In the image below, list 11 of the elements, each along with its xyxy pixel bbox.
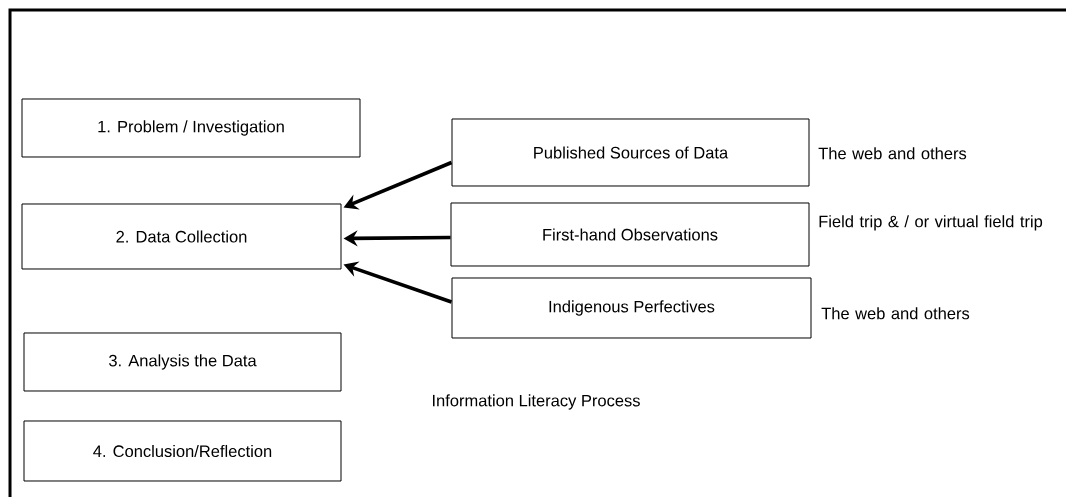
caption-text: Information Literacy Process [433, 394, 640, 410]
side-note: The web and others [821, 307, 970, 320]
process-box: First-hand Observations [450, 202, 810, 267]
process-box: 2. Data Collection [21, 203, 342, 270]
side-note: The web and others [818, 147, 967, 160]
process-box: Indigenous Perfectives [451, 277, 812, 339]
process-box: 3. Analysis the Data [23, 332, 342, 392]
process-box: 4. Conclusion/Reflection [23, 420, 342, 482]
side-note: Field trip & / or virtual field trip [819, 215, 1043, 231]
process-box: Published Sources of Data [451, 118, 810, 187]
process-box: 1. Problem / Investigation [21, 98, 361, 158]
